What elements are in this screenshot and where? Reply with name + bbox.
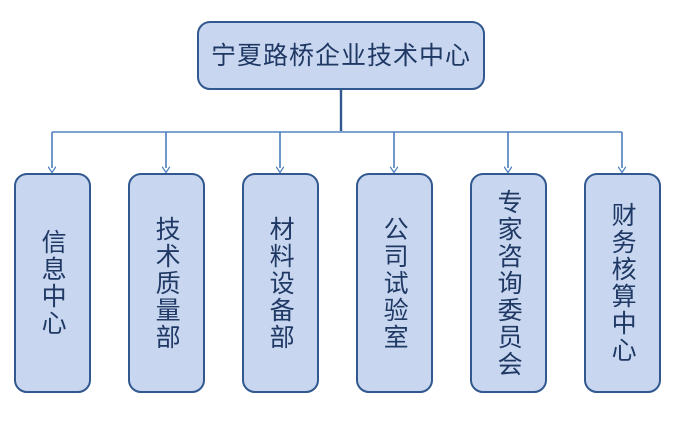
node-child-3-label: 公司试验室 (380, 215, 410, 351)
node-child-0-label: 信息中心 (38, 229, 68, 337)
node-child-5-label: 财务核算中心 (608, 202, 638, 364)
node-child-2-label: 材料设备部 (266, 215, 296, 351)
node-root[interactable]: 宁夏路桥企业技术中心 (197, 21, 485, 90)
node-child-0[interactable]: 信息中心 (14, 173, 91, 393)
node-root-label: 宁夏路桥企业技术中心 (210, 41, 471, 70)
node-child-4-label: 专家咨询委员会 (494, 188, 524, 378)
node-child-1-label: 技术质量部 (152, 215, 182, 351)
node-child-1[interactable]: 技术质量部 (128, 173, 205, 393)
node-child-5[interactable]: 财务核算中心 (584, 173, 661, 393)
node-child-3[interactable]: 公司试验室 (356, 173, 433, 393)
node-child-4[interactable]: 专家咨询委员会 (470, 173, 547, 393)
node-child-2[interactable]: 材料设备部 (242, 173, 319, 393)
